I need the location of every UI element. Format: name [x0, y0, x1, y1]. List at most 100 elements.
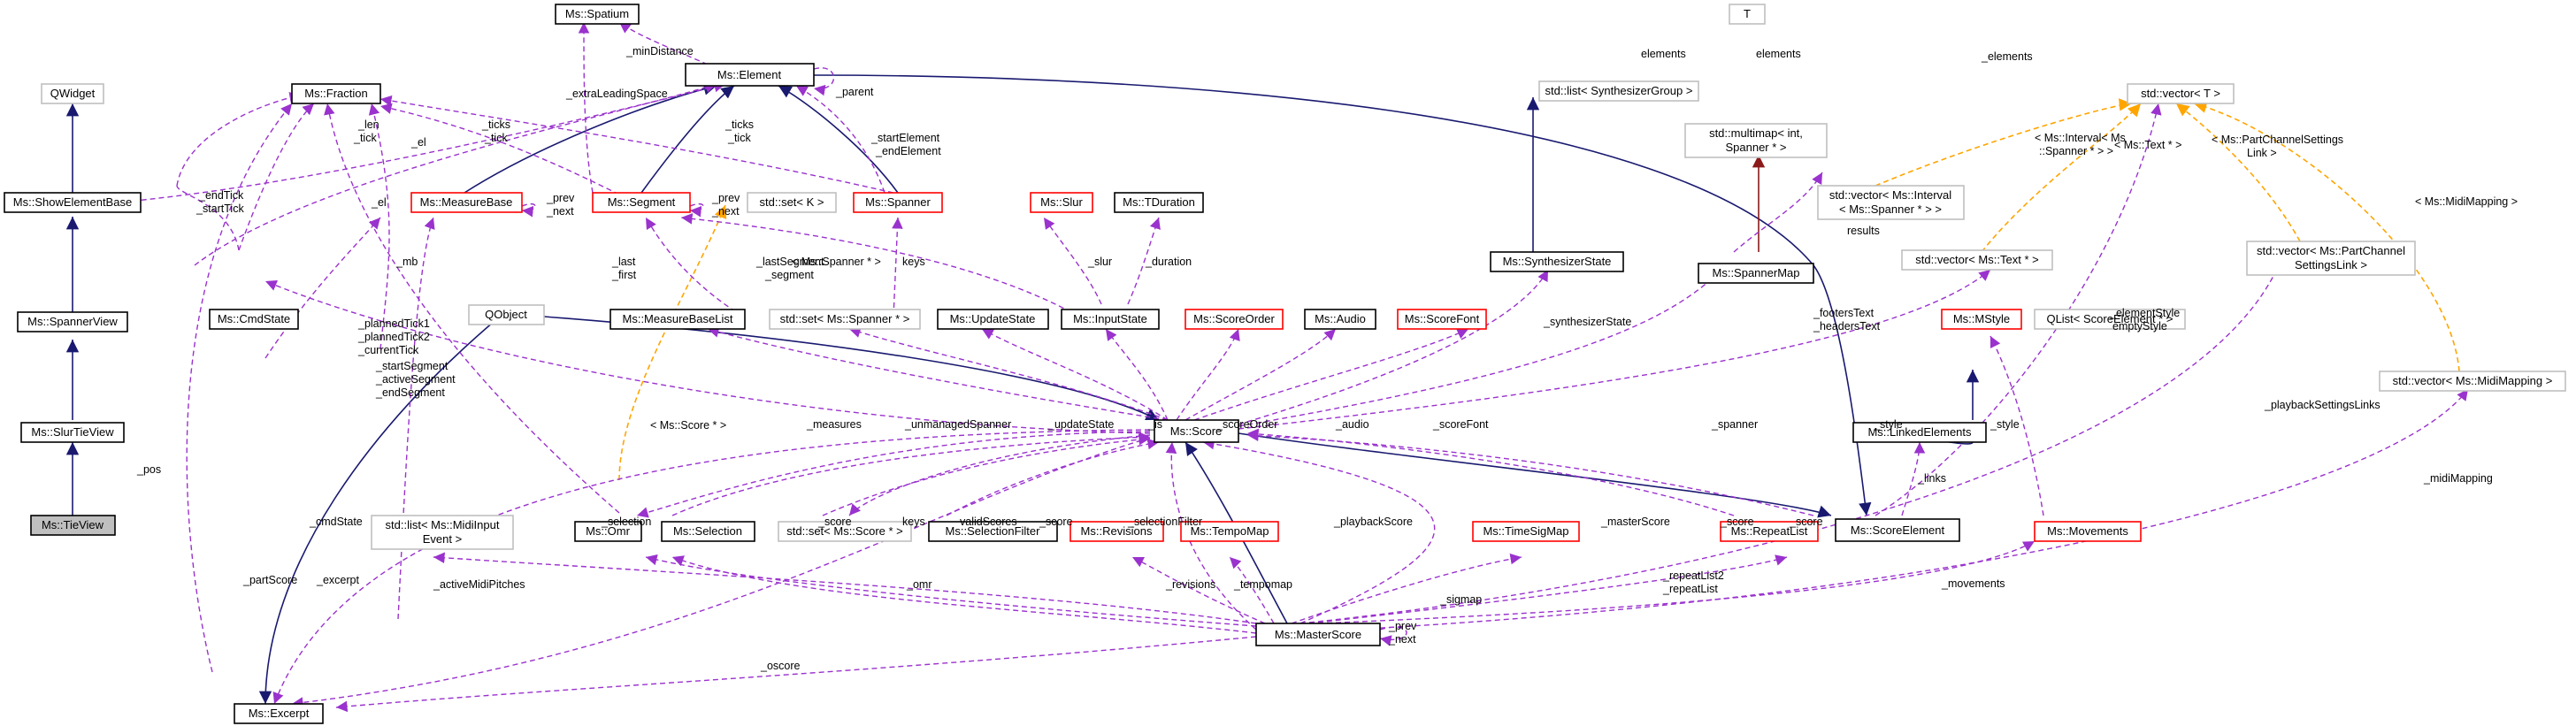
- node-repeatlist[interactable]: Ms::RepeatList: [1720, 521, 1819, 542]
- edge-label: _playbackSettingsLinks: [2264, 399, 2380, 411]
- node-measurebase[interactable]: Ms::MeasureBase: [410, 192, 523, 213]
- inherit-edge: [778, 85, 899, 194]
- member-edge: [848, 326, 1169, 421]
- node-mstyle[interactable]: Ms::MStyle: [1941, 309, 2022, 330]
- node-spannerview[interactable]: Ms::SpannerView: [17, 311, 128, 332]
- node-audio[interactable]: Ms::Audio: [1304, 309, 1376, 330]
- node-label: std::set< K >: [760, 195, 824, 209]
- node-measurebaselist[interactable]: Ms::MeasureBaseList: [610, 309, 746, 330]
- node-setspanner[interactable]: std::set< Ms::Spanner * >: [769, 309, 921, 330]
- node-scoreorder[interactable]: Ms::ScoreOrder: [1184, 309, 1284, 330]
- node-label: Ms::Selection: [673, 524, 742, 538]
- node-scorefont[interactable]: Ms::ScoreFont: [1397, 309, 1487, 330]
- node-slur[interactable]: Ms::Slur: [1030, 192, 1093, 213]
- edge-label: < Ms::Text * >: [2114, 139, 2181, 151]
- node-vectext[interactable]: std::vector< Ms::Text * >: [1901, 249, 2053, 271]
- edge-label: _partScore: [242, 574, 297, 586]
- node-masterscore[interactable]: Ms::MasterScore: [1255, 623, 1381, 646]
- node-tempomap[interactable]: Ms::TempoMap: [1180, 521, 1279, 542]
- node-linkedelements[interactable]: Ms::LinkedElements: [1852, 422, 1987, 443]
- edge-label: < Ms::Spanner * >: [792, 256, 881, 268]
- node-fraction[interactable]: Ms::Fraction: [291, 83, 381, 104]
- node-listsynth[interactable]: std::list< SynthesizerGroup >: [1538, 80, 1699, 102]
- edge-label: _revisions: [1165, 578, 1215, 591]
- node-label: Ms::MStyle: [1953, 312, 2010, 325]
- node-vectorT[interactable]: std::vector< T >: [2127, 83, 2235, 104]
- template-edge: [2175, 103, 2301, 242]
- node-label: SettingsLink >: [2295, 258, 2367, 271]
- edge-label: ::Spanner * > >: [2039, 145, 2113, 157]
- edge-label: _oscore: [760, 660, 801, 672]
- node-setk[interactable]: std::set< K >: [747, 192, 837, 213]
- node-label: Ms::TimeSigMap: [1483, 524, 1568, 538]
- node-label: std::set< Ms::Score * >: [786, 524, 903, 538]
- member-edge: [1246, 428, 1735, 516]
- member-edge: [264, 279, 1151, 434]
- node-label: Ms::UpdateState: [950, 312, 1036, 325]
- edge-label: _first: [611, 269, 637, 281]
- edge-label: _score: [1720, 516, 1754, 528]
- node-vecinterval[interactable]: std::vector< Ms::Interval< Ms::Spanner *…: [1817, 185, 1965, 220]
- node-qlist[interactable]: QList< ScoreElement * >: [2034, 309, 2186, 330]
- node-omr[interactable]: Ms::Omr: [574, 521, 642, 542]
- inherit-edge: [813, 74, 1872, 516]
- node-spatium[interactable]: Ms::Spatium: [555, 4, 640, 25]
- node-qwidget[interactable]: QWidget: [41, 83, 104, 104]
- node-showelementbase[interactable]: Ms::ShowElementBase: [4, 192, 142, 213]
- edge-layer: [65, 21, 2469, 713]
- member-edge: [671, 555, 1257, 634]
- member-edge: [671, 432, 1151, 516]
- node-multimap[interactable]: std::multimap< int,Spanner * >: [1684, 123, 1828, 158]
- node-spanner[interactable]: Ms::Spanner: [853, 192, 943, 213]
- node-movements[interactable]: Ms::Movements: [2034, 521, 2142, 542]
- node-label: std::list< Ms::MidiInput: [386, 518, 500, 531]
- member-edge: [1300, 256, 2284, 624]
- node-score[interactable]: Ms::Score: [1154, 419, 1239, 443]
- node-vecpartchannel[interactable]: std::vector< Ms::PartChannelSettingsLink…: [2246, 241, 2416, 276]
- template-edge: [2193, 100, 2460, 372]
- node-cmdstate[interactable]: Ms::CmdState: [209, 309, 299, 330]
- node-element[interactable]: Ms::Element: [685, 63, 815, 87]
- node-selectionfilter[interactable]: Ms::SelectionFilter: [928, 521, 1058, 542]
- edge-label: _ticks: [481, 118, 510, 131]
- edge-label: elements: [1641, 48, 1686, 60]
- node-tieview[interactable]: Ms::TieView: [30, 515, 116, 536]
- edge-label: _playbackScore: [1333, 516, 1413, 528]
- node-selection[interactable]: Ms::Selection: [661, 521, 755, 542]
- node-revisions[interactable]: Ms::Revisions: [1070, 521, 1164, 542]
- node-tduration[interactable]: Ms::TDuration: [1114, 192, 1204, 213]
- member-edge: [1184, 328, 1337, 421]
- node-label: std::list< SynthesizerGroup >: [1545, 84, 1693, 97]
- edge-label: _audio: [1335, 418, 1369, 431]
- member-edge: [981, 328, 1169, 421]
- node-segment[interactable]: Ms::Segment: [592, 192, 691, 213]
- node-excerpt[interactable]: Ms::Excerpt: [234, 703, 324, 724]
- node-spannermap[interactable]: Ms::SpannerMap: [1698, 263, 1814, 284]
- node-setscore[interactable]: std::set< Ms::Score * >: [778, 521, 912, 542]
- node-label: Ms::RepeatList: [1731, 524, 1808, 538]
- node-timesigmap[interactable]: Ms::TimeSigMap: [1472, 521, 1580, 542]
- node-qobject[interactable]: QObject: [468, 304, 545, 325]
- node-vecmidimapping[interactable]: std::vector< Ms::MidiMapping >: [2379, 371, 2566, 392]
- edge-label: _duration: [1145, 256, 1192, 268]
- node-slurtieview[interactable]: Ms::SlurTieView: [20, 422, 125, 443]
- edge-label: _midiMapping: [2423, 472, 2493, 485]
- edge-label: _footersText: [1813, 307, 1874, 319]
- node-synthstate[interactable]: Ms::SynthesizerState: [1490, 251, 1624, 272]
- node-inputstate[interactable]: Ms::InputState: [1061, 309, 1160, 330]
- node-label: Ms::MeasureBaseList: [623, 312, 733, 325]
- edge-label: _selectionFilter: [1127, 516, 1202, 528]
- node-scoreelement[interactable]: Ms::ScoreElement: [1835, 518, 1960, 542]
- node-updatestate[interactable]: Ms::UpdateState: [937, 309, 1049, 330]
- member-edge: [1246, 430, 1814, 516]
- member-edge: [813, 67, 835, 96]
- member-edge: [1901, 441, 1926, 516]
- edge-label: _updateState: [1047, 418, 1114, 431]
- node-T[interactable]: T: [1729, 4, 1766, 25]
- node-label: Ms::Element: [717, 68, 782, 81]
- member-edge: [645, 554, 1257, 627]
- edge-label: _endSegment: [375, 386, 445, 399]
- edge-label: _ticks: [724, 118, 754, 131]
- member-edge: [521, 203, 536, 218]
